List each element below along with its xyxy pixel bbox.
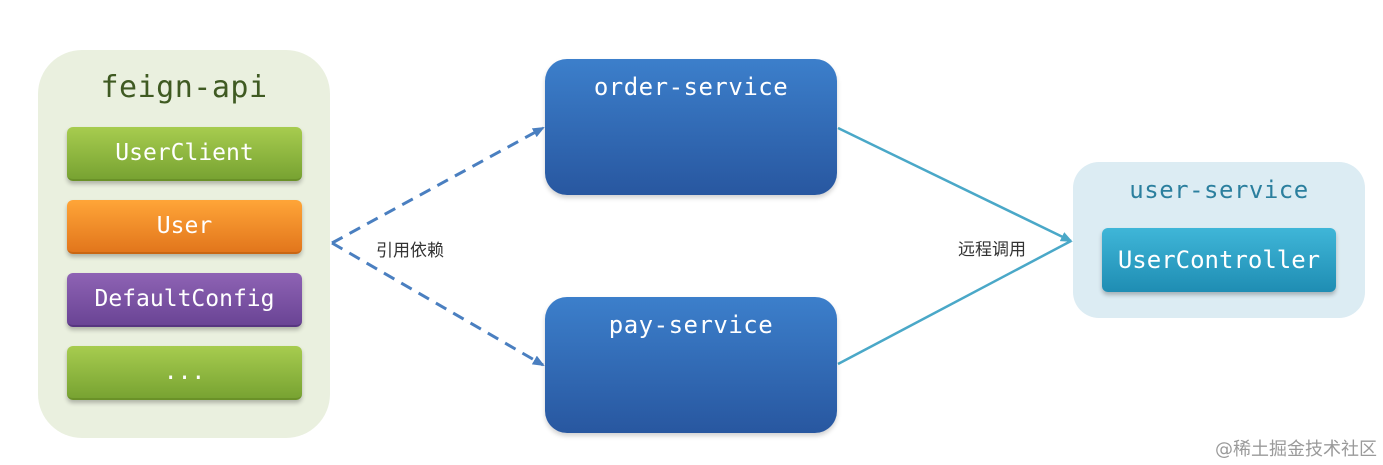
order-service-box: order-service [545, 59, 837, 195]
pay-service-box: pay-service [545, 297, 837, 433]
solid-arrow-from-order-service [837, 126, 1073, 243]
user-service-title: user-service [1129, 176, 1309, 204]
default-config-chip: DefaultConfig [67, 273, 302, 327]
feign-api-title: feign-api [100, 70, 268, 105]
solid-arrow-from-pay-service [837, 239, 1072, 366]
reference-dependency-label: 引用依赖 [376, 241, 444, 261]
user-chip: User [67, 200, 302, 254]
dashed-arrow-to-pay-service [331, 241, 545, 367]
remote-call-label: 远程调用 [958, 240, 1026, 260]
user-client-chip: UserClient [67, 127, 302, 181]
user-controller-chip: UserController [1102, 228, 1336, 292]
order-service-label: order-service [593, 73, 789, 101]
dashed-arrow-to-order-service [331, 126, 545, 245]
watermark: @稀土掘金技术社区 [1215, 439, 1377, 460]
ellipsis-chip: ... [67, 346, 302, 400]
pay-service-label: pay-service [608, 311, 774, 339]
feign-api-panel: feign-api UserClient User DefaultConfig … [38, 50, 330, 438]
user-service-panel: user-service UserController [1073, 162, 1365, 318]
